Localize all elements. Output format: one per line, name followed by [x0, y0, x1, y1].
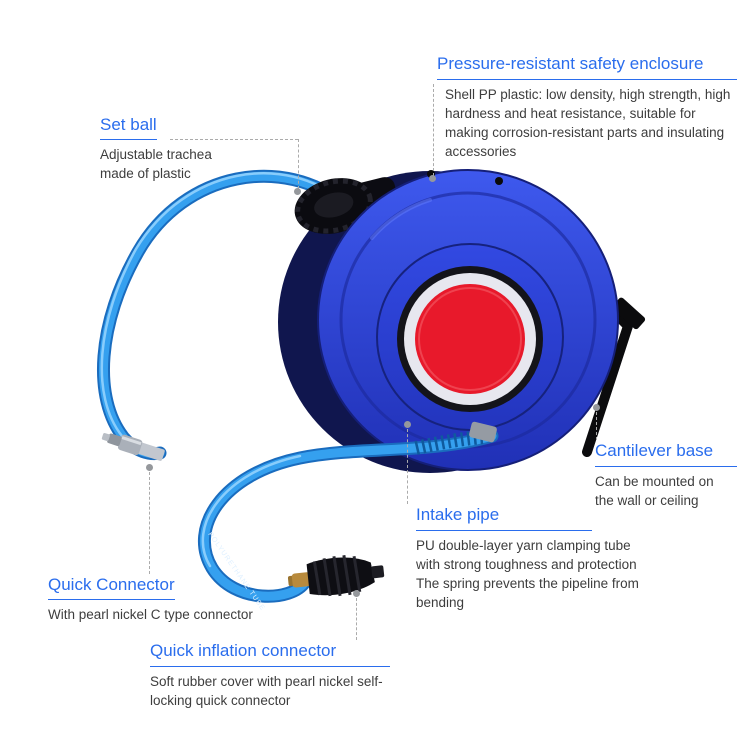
callout-quick-connector-title: Quick Connector: [48, 574, 175, 601]
callout-set-ball-title: Set ball: [100, 114, 157, 141]
leader-intake: [407, 429, 408, 504]
callout-quick-inflation: Quick inflation connector Soft rubber co…: [150, 640, 390, 711]
leader-dot-quick-connector: [146, 464, 153, 471]
leader-cantilever: [596, 412, 597, 440]
hose-loop: [197, 421, 499, 603]
callout-cantilever: Cantilever base Can be mounted on the wa…: [595, 440, 737, 511]
leader-dot-cantilever: [593, 404, 600, 411]
leader-dot-intake: [404, 421, 411, 428]
leader-set-ball-h: [170, 139, 298, 140]
leader-dot-quick-inflation: [353, 590, 360, 597]
leader-enclosure: [433, 84, 434, 176]
reel-housing: [317, 169, 619, 471]
callout-set-ball-body: Adjustable trachea made of plastic: [100, 147, 212, 182]
callout-cantilever-title: Cantilever base: [595, 440, 737, 468]
callout-intake: Intake pipe PU double-layer yarn clampin…: [416, 504, 696, 613]
intake-fitting: [469, 421, 497, 443]
leader-quick-inflation: [356, 598, 357, 640]
callout-enclosure-body: Shell PP plastic: low density, high stre…: [445, 87, 731, 159]
callout-intake-title: Intake pipe: [416, 504, 592, 532]
leader-set-ball-v: [298, 139, 299, 189]
metal-quick-connector: [101, 432, 165, 461]
inflation-connector: [287, 555, 385, 597]
leader-dot-enclosure: [429, 175, 436, 182]
callout-enclosure-title: Pressure-resistant safety enclosure: [437, 53, 737, 81]
callout-set-ball: Set ball Adjustable trachea made of plas…: [100, 114, 300, 184]
callout-enclosure: Pressure-resistant safety enclosure Shel…: [437, 53, 737, 162]
callout-quick-inflation-body: Soft rubber cover with pearl nickel self…: [150, 674, 383, 709]
callout-quick-inflation-title: Quick inflation connector: [150, 640, 390, 668]
callout-quick-connector: Quick Connector With pearl nickel C type…: [48, 574, 338, 625]
leader-quick-connector: [149, 472, 150, 574]
callout-quick-connector-body: With pearl nickel C type connector: [48, 607, 253, 623]
callout-intake-body: PU double-layer yarn clamping tube with …: [416, 538, 639, 610]
reel-center-red: [415, 284, 525, 394]
leader-dot-set-ball: [294, 188, 301, 195]
housing-screw: [495, 177, 503, 185]
callout-cantilever-body: Can be mounted on the wall or ceiling: [595, 474, 714, 509]
